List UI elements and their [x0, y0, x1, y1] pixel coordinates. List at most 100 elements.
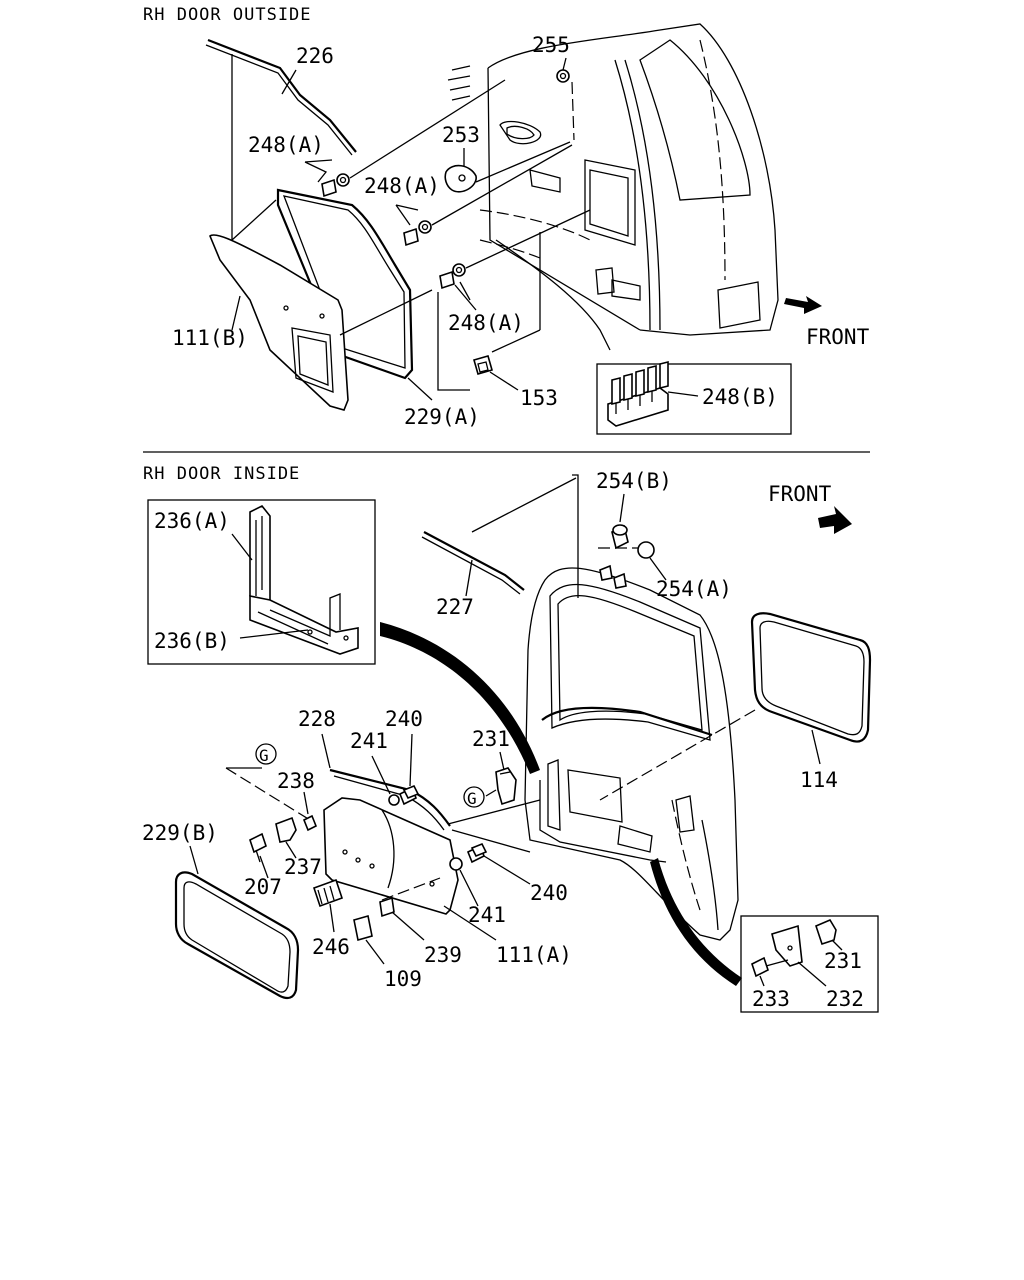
leader-dash	[599, 709, 756, 801]
callout-241-top: 241	[350, 729, 388, 753]
leader-dash	[571, 81, 575, 141]
clip-153	[473, 355, 493, 375]
trim-panel-111b	[209, 234, 349, 411]
ref-g-1: G	[259, 746, 269, 765]
front-arrow-icon	[784, 296, 822, 314]
weatherstrip-227	[421, 531, 525, 595]
leader-255	[562, 57, 567, 71]
callout-239: 239	[424, 943, 462, 967]
clip-231-top	[495, 767, 517, 806]
screw-icon	[613, 572, 627, 589]
leader-line	[485, 789, 497, 797]
callout-232: 232	[826, 987, 864, 1011]
leader-240-bottom	[483, 855, 531, 885]
screw-207	[249, 832, 267, 863]
callout-248b: 248(B)	[702, 385, 778, 409]
leader-236b	[239, 629, 309, 639]
hinge-232	[771, 924, 803, 967]
cap-254a	[637, 541, 655, 559]
leader-231-top	[499, 751, 505, 771]
leader-dash	[381, 877, 441, 901]
clip-109	[353, 914, 373, 942]
leader-240-top	[409, 733, 413, 787]
callout-254a: 254(A)	[656, 577, 732, 601]
screw-240-top	[398, 784, 420, 806]
callout-254b: 254(B)	[596, 469, 672, 493]
leader-111a	[443, 905, 497, 941]
callout-248a-3: 248(A)	[448, 311, 524, 335]
callout-246: 246	[312, 935, 350, 959]
washer-241-bottom	[449, 857, 463, 871]
callout-240-bottom: 240	[530, 881, 568, 905]
ref-circle-g-2	[463, 786, 485, 808]
callout-229a: 229(A)	[404, 405, 480, 429]
weatherstrip-229b	[174, 871, 300, 1000]
callout-231-top: 231	[472, 727, 510, 751]
ref-g-2: G	[467, 789, 477, 808]
callout-236b: 236(B)	[154, 629, 230, 653]
clip-248a-3	[439, 263, 466, 290]
van-body-outline	[447, 23, 779, 351]
clip-strip-248b	[607, 360, 669, 427]
callout-240-top: 240	[385, 707, 423, 731]
leader-line	[465, 209, 591, 269]
clip-231-bottom	[815, 918, 837, 946]
door-inner-outline	[524, 474, 739, 941]
detail-box-248b	[596, 363, 792, 435]
callout-248a-2: 248(A)	[364, 174, 440, 198]
clip-248a-2	[403, 220, 432, 247]
bracket-236	[249, 504, 359, 655]
grommet-255-hole	[559, 72, 567, 80]
trim-panel-111a	[323, 797, 459, 915]
leader-line	[765, 959, 789, 967]
detail-pointer-231	[650, 858, 742, 986]
ref-circle-g-1	[255, 743, 277, 765]
callout-253: 253	[442, 123, 480, 147]
callout-241-bottom: 241	[468, 903, 506, 927]
clip-248a-1	[321, 173, 350, 198]
leader-237	[285, 841, 297, 859]
weatherstrip-226	[205, 38, 357, 156]
screw-233	[751, 956, 769, 978]
bracket-237	[275, 816, 297, 843]
callout-231-bottom: 231	[824, 949, 862, 973]
leader-232	[797, 961, 827, 987]
leader-111b	[231, 295, 241, 331]
leader-248a-2	[395, 204, 419, 226]
front-arrow-icon	[818, 506, 852, 534]
leader-229a	[407, 377, 433, 401]
leader-246	[329, 903, 335, 933]
callout-238: 238	[277, 769, 315, 793]
callout-114: 114	[800, 768, 838, 792]
leader-109	[365, 939, 385, 965]
leader-line	[491, 329, 541, 353]
callout-236a: 236(A)	[154, 509, 230, 533]
weatherstrip-114	[750, 612, 872, 743]
leader-line	[471, 477, 577, 533]
leader-153	[489, 371, 519, 391]
leader-231-bottom	[831, 939, 843, 951]
leader-line	[339, 289, 433, 336]
section-title-outside: RH DOOR OUTSIDE	[143, 5, 312, 25]
leader-238	[303, 791, 309, 815]
leader-226	[281, 69, 297, 95]
leader-248b	[667, 391, 699, 397]
section-title-inside: RH DOOR INSIDE	[143, 464, 300, 484]
callout-153: 153	[520, 386, 558, 410]
clip-239	[379, 896, 395, 918]
callout-226: 226	[296, 44, 334, 68]
leader-254b	[619, 493, 625, 523]
leader-233	[759, 975, 765, 987]
grommet-255	[556, 69, 570, 83]
detail-pointer-236	[380, 622, 540, 774]
washer-241-top	[388, 794, 400, 806]
leader-254a	[649, 557, 667, 581]
leader-207	[259, 855, 269, 879]
leader-line	[447, 799, 541, 853]
leader-239	[391, 911, 425, 941]
leader-241-bottom	[459, 869, 479, 907]
callout-207: 207	[244, 875, 282, 899]
callout-248a-1: 248(A)	[248, 133, 324, 157]
